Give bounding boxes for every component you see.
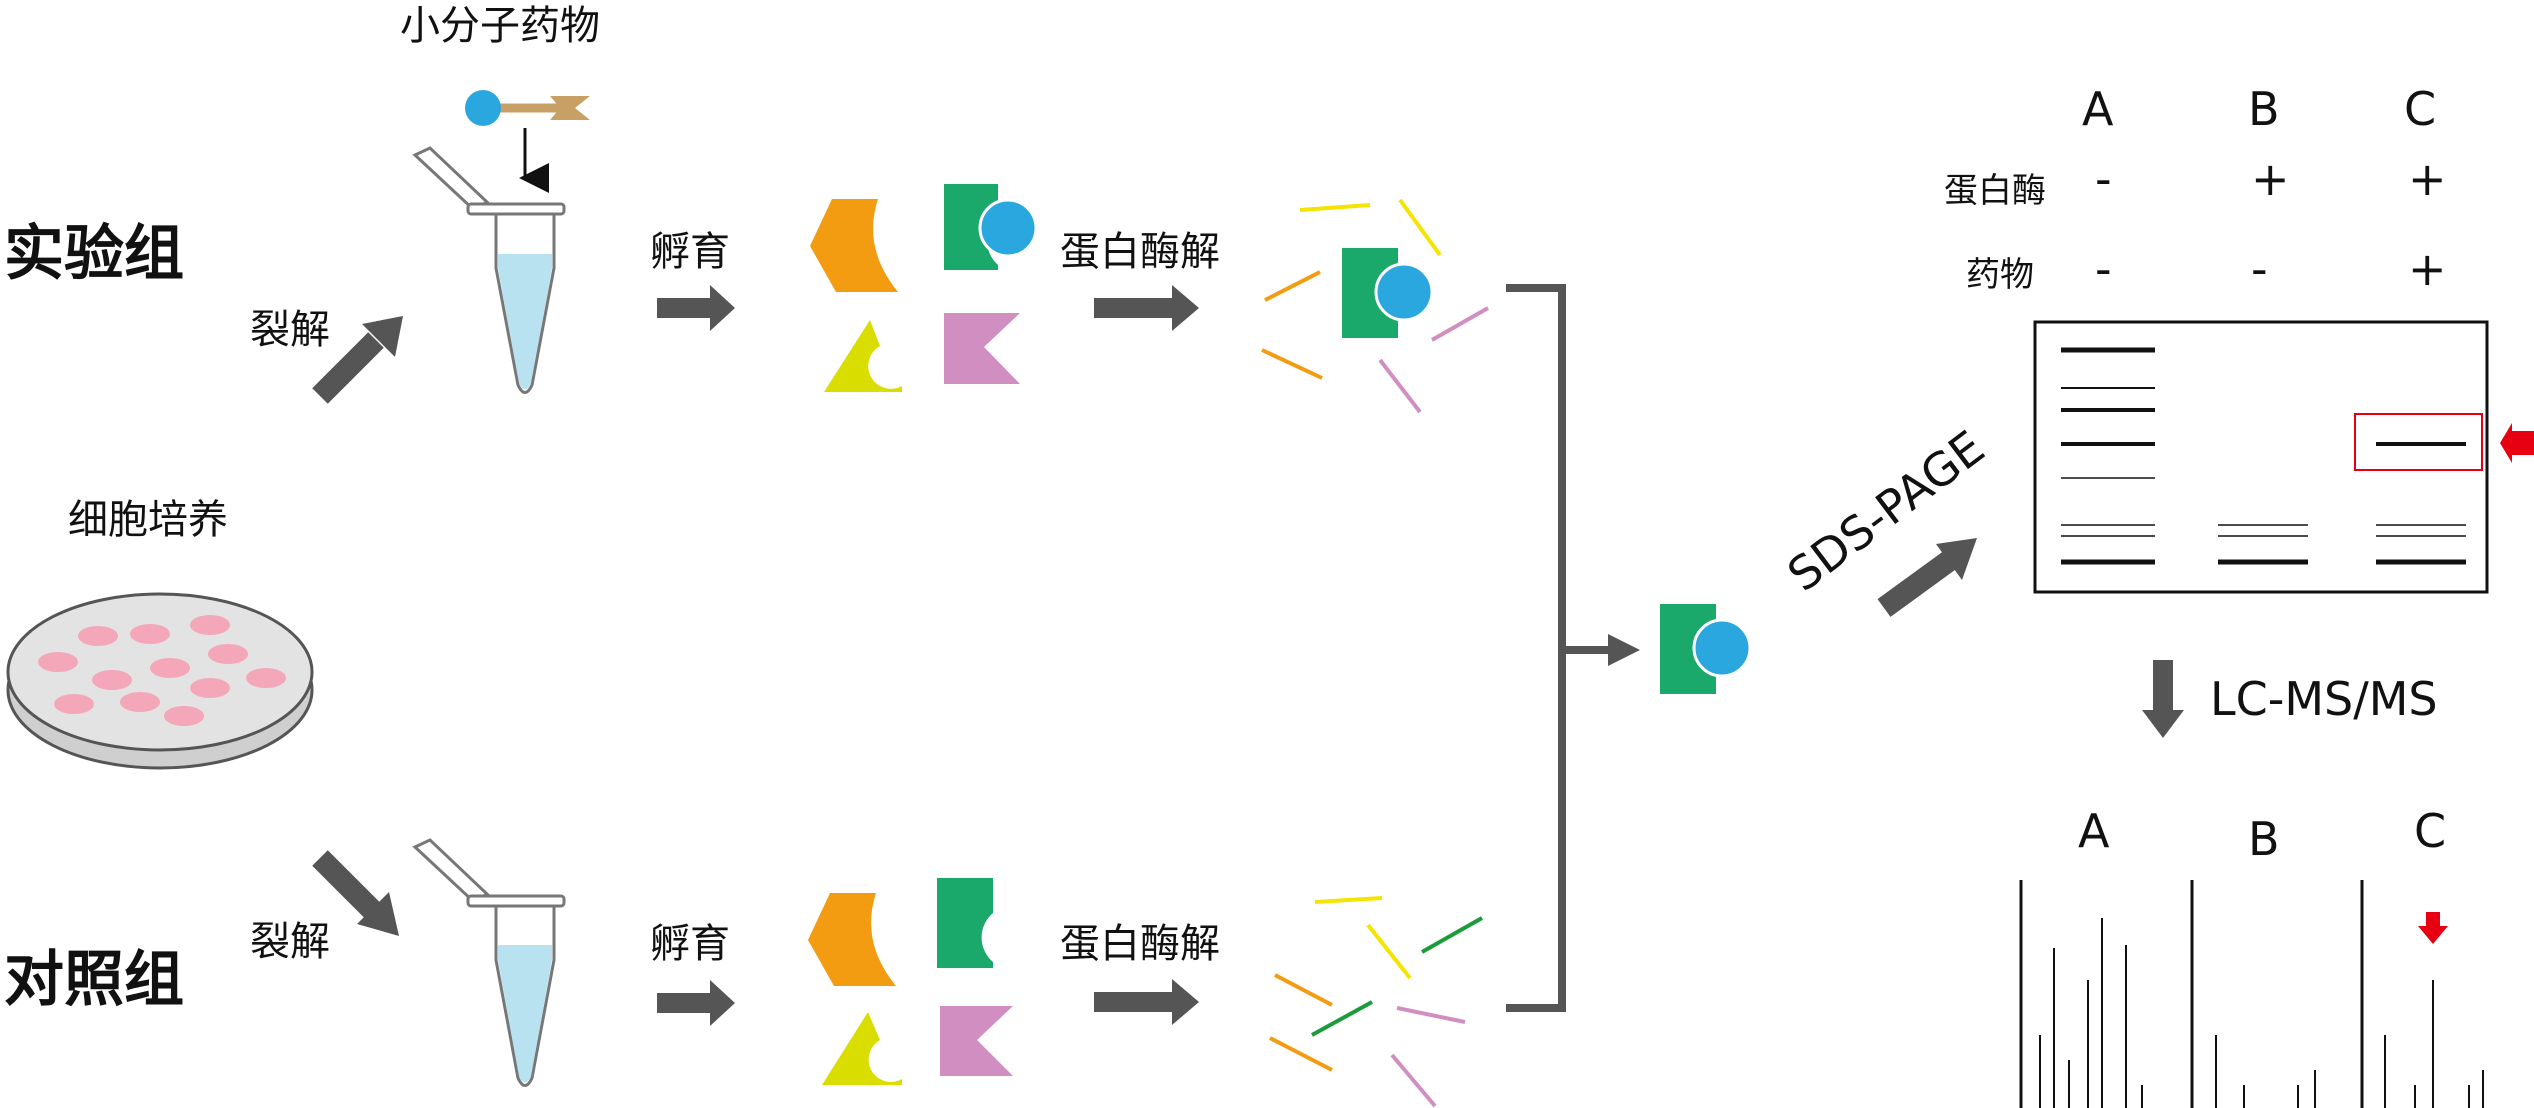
spectrum-label-b: B — [2248, 812, 2280, 866]
protein-mix-top — [810, 184, 1038, 392]
gel-protease-a: - — [2095, 152, 2112, 206]
gel-protease-b: + — [2251, 152, 2290, 206]
lcms-arrow — [2142, 660, 2184, 738]
control-group-label: 对照组 — [4, 945, 184, 1015]
lysis-label-top: 裂解 — [250, 307, 330, 353]
gel-lane-b: B — [2248, 82, 2280, 136]
drug-label: 小分子药物 — [400, 3, 600, 49]
drug-molecule-icon — [465, 90, 590, 126]
gel-lane-c: C — [2404, 82, 2437, 136]
digest-label-bottom: 蛋白酶解 — [1060, 921, 1220, 967]
incubate-arrow-bottom — [657, 980, 735, 1026]
experimental-group-label: 实验组 — [4, 219, 184, 289]
tube-bottom-icon — [412, 838, 566, 1087]
incubate-arrow-top — [657, 285, 735, 331]
protein-mix-bottom — [808, 878, 1013, 1085]
spectrum-label-c: C — [2414, 804, 2447, 858]
gel-panel — [2033, 320, 2534, 594]
sds-page-arrow — [1877, 538, 1977, 617]
digest-arrow-bottom — [1094, 979, 1199, 1025]
gel-drug-a: - — [2095, 242, 2112, 296]
tube-top-icon — [412, 146, 566, 394]
lysis-label-bottom: 裂解 — [250, 919, 330, 965]
gel-drug-c: + — [2408, 242, 2447, 296]
peptides-top — [1261, 198, 1489, 414]
merge-arrow-head — [1608, 634, 1640, 666]
gel-drug-b: - — [2251, 242, 2268, 296]
target-band-highlight — [2354, 413, 2483, 471]
target-band-arrow — [2500, 423, 2534, 463]
gel-row-protease-label: 蛋白酶 — [1944, 171, 2046, 211]
cell-culture-label: 细胞培养 — [68, 497, 228, 543]
merge-bracket — [1506, 284, 1610, 1012]
incubate-label-bottom: 孵育 — [650, 921, 730, 967]
lysis-arrow-top — [312, 316, 403, 404]
spectrum-peak-arrow — [2418, 912, 2448, 944]
gel-row-drug-label: 药物 — [1966, 255, 2034, 295]
mass-spectra — [2019, 880, 2484, 1108]
lcms-label: LC-MS/MS — [2210, 672, 2438, 726]
spectrum-label-a: A — [2078, 804, 2110, 858]
gel-lane-a: A — [2082, 82, 2114, 136]
lysis-arrow-bottom — [312, 850, 399, 936]
incubate-label-top: 孵育 — [650, 229, 730, 275]
digest-arrow-top — [1094, 285, 1199, 331]
peptides-bottom — [1269, 896, 1483, 1108]
target-drug-complex — [1660, 604, 1752, 694]
petri-dish-icon — [6, 592, 314, 770]
gel-protease-c: + — [2408, 152, 2447, 206]
digest-label-top: 蛋白酶解 — [1060, 229, 1220, 275]
